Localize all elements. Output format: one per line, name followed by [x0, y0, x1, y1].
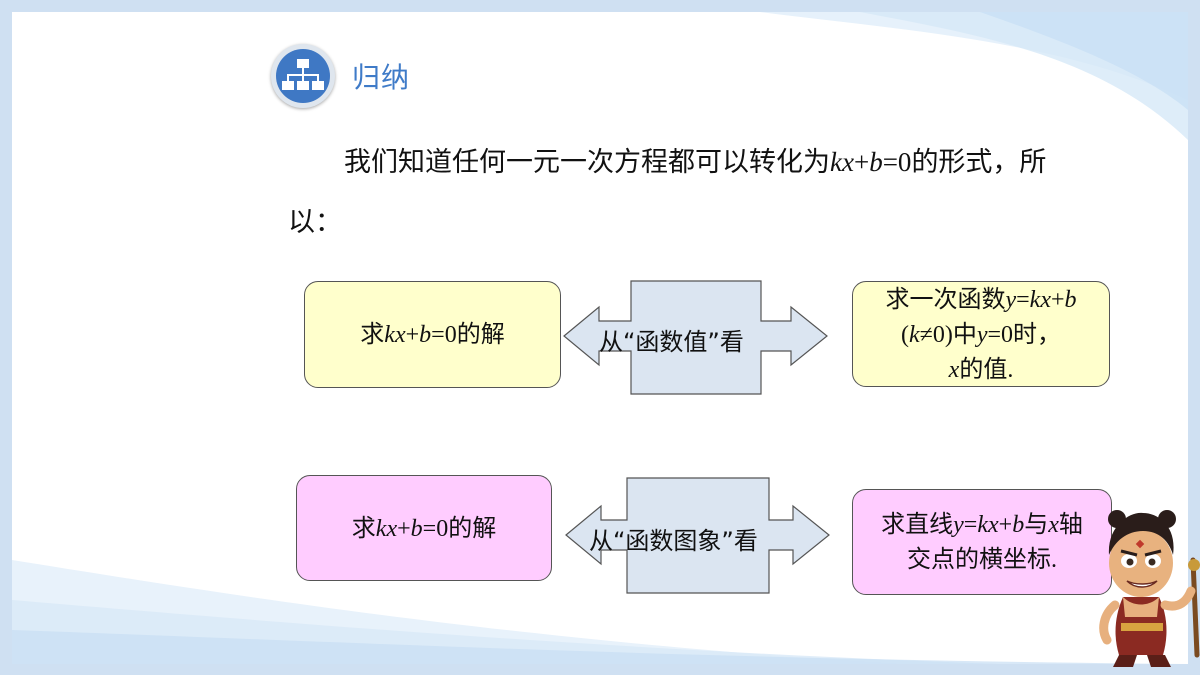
intro-paragraph: 我们知道任何一元一次方程都可以转化为kx+b=0的形式，所 以：	[288, 132, 1148, 253]
var-x: x	[948, 356, 960, 383]
var-y: y	[953, 512, 964, 538]
box-text: 的解	[448, 513, 497, 542]
equals-zero: =0	[987, 321, 1014, 348]
var-k: k	[375, 515, 387, 542]
box-text: 的值	[959, 354, 1008, 383]
equation-box-1: 求kx+b=0的解	[304, 281, 561, 388]
para-line2: 以：	[288, 207, 342, 238]
equation-box-2: 求kx+b=0的解	[296, 475, 552, 581]
paren-open: (	[900, 321, 909, 348]
var-x: x	[988, 512, 999, 538]
plus-sign: +	[853, 147, 870, 177]
var-x: x	[841, 147, 854, 177]
plus-sign: +	[998, 512, 1013, 538]
var-x: x	[394, 322, 406, 348]
var-b: b	[1064, 286, 1077, 313]
var-k: k	[384, 322, 395, 348]
var-k: k	[830, 147, 842, 177]
equals-sign: =	[963, 512, 978, 538]
double-arrow-1	[563, 280, 828, 395]
var-b: b	[869, 147, 883, 177]
box-text: 的解	[456, 320, 505, 348]
var-k: k	[977, 512, 988, 538]
var-x: x	[1040, 286, 1051, 313]
box-text: 交点的横坐标	[907, 545, 1051, 573]
var-b: b	[419, 322, 432, 348]
cartoon-character-icon	[1099, 510, 1200, 667]
box-text: 求	[351, 513, 376, 542]
box-text: 时，	[1013, 319, 1062, 348]
period: .	[1007, 356, 1014, 383]
period: .	[1051, 547, 1057, 573]
box-text: 轴	[1058, 510, 1083, 538]
box-text: 中	[952, 319, 977, 348]
var-x: x	[386, 515, 398, 542]
not-equal-zero: ≠0)	[919, 321, 953, 348]
var-y: y	[976, 321, 988, 348]
para-text: 我们知道任何一元一次方程都可以转化为	[344, 147, 830, 178]
var-x: x	[1048, 512, 1059, 538]
double-arrow-2	[565, 477, 830, 594]
equals-zero: =0	[431, 322, 457, 348]
heading-badge	[271, 44, 335, 108]
hierarchy-icon	[282, 59, 324, 90]
var-k: k	[908, 321, 920, 348]
para-text-end: 的形式，所	[911, 147, 1047, 178]
var-y: y	[1005, 286, 1017, 313]
var-k: k	[1029, 286, 1041, 313]
arrow-label-2: 从“函数图象”看	[589, 527, 758, 555]
function-value-box: 求一次函数y=kx+b (k≠0)中y=0时， x的值.	[852, 281, 1110, 387]
plus-sign: +	[405, 322, 420, 348]
box-text: 求直线	[881, 510, 954, 538]
plus-sign: +	[1050, 286, 1065, 313]
plus-sign: +	[397, 515, 411, 542]
equals-zero: =0	[422, 515, 449, 542]
box-text: 求	[360, 320, 385, 348]
arrow-label-1: 从“函数值”看	[599, 328, 744, 356]
box-text: 求一次函数	[885, 284, 1006, 313]
equals-zero: =0	[882, 147, 912, 177]
equals-sign: =	[1016, 286, 1030, 313]
var-b: b	[410, 515, 423, 542]
intersection-box: 求直线y=kx+b与x轴 交点的横坐标.	[852, 489, 1112, 595]
var-b: b	[1012, 512, 1025, 538]
section-heading: 归纳	[352, 61, 411, 94]
box-text: 与	[1024, 510, 1049, 538]
